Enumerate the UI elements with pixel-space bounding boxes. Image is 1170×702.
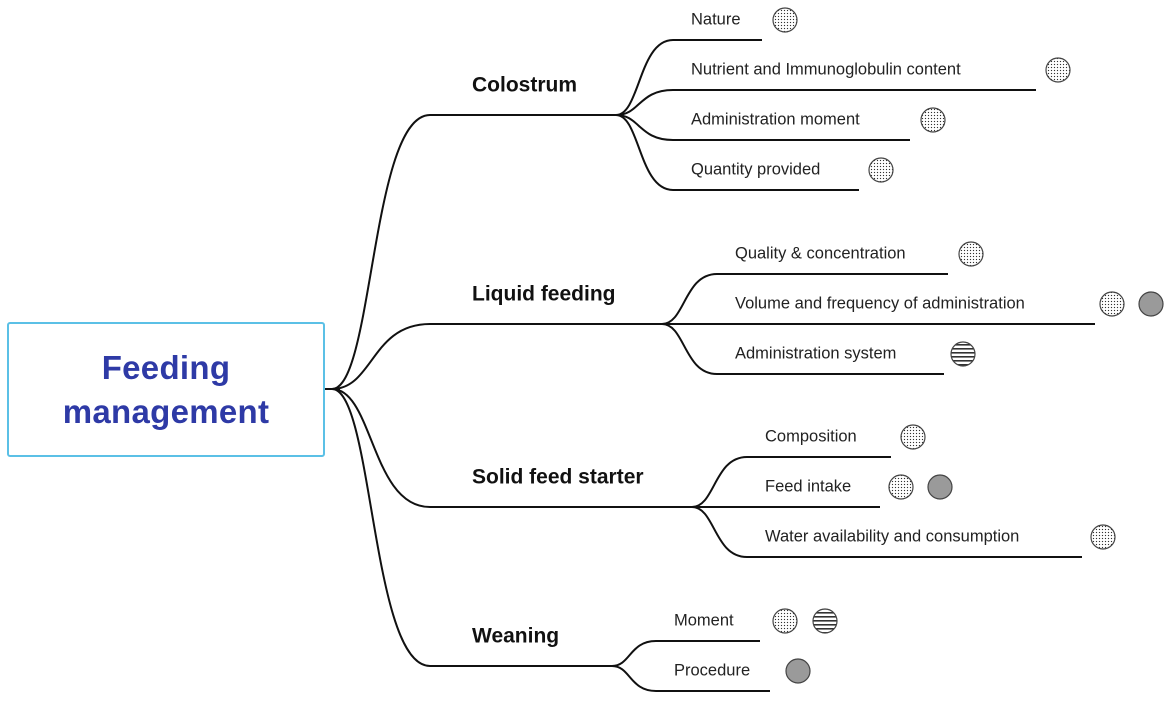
child-connector-0-0 [615, 39, 674, 116]
dotted-marker-icon [900, 424, 926, 450]
child-label-0-3: Quantity provided [691, 160, 820, 178]
child-connector-2-2 [691, 506, 748, 558]
branch-connector-3 [331, 388, 431, 667]
child-connector-1-2 [661, 323, 718, 375]
child-label-1-0: Quality & concentration [735, 244, 906, 262]
branch-label-2: Solid feed starter [472, 466, 644, 489]
child-label-0-0: Nature [691, 10, 741, 28]
child-label-2-2: Water availability and consumption [765, 527, 1019, 545]
solid-marker-icon [927, 474, 953, 500]
child-connector-3-0 [611, 640, 657, 667]
child-connector-1-0 [661, 273, 718, 325]
dotted-marker-icon [772, 608, 798, 634]
dotted-marker-icon [888, 474, 914, 500]
dotted-marker-icon [772, 7, 798, 33]
root-title-line-2: management [62, 392, 270, 430]
child-label-3-0: Moment [674, 611, 734, 629]
dotted-marker-icon [1099, 291, 1125, 317]
child-connector-3-1 [611, 665, 657, 692]
root-node: Feeding management [7, 322, 325, 457]
solid-marker-icon [1138, 291, 1164, 317]
child-label-2-1: Feed intake [765, 477, 851, 495]
branch-label-0: Colostrum [472, 74, 577, 97]
striped-marker-icon [950, 341, 976, 367]
branch-connector-0 [331, 114, 431, 390]
child-connector-0-3 [615, 114, 674, 191]
child-label-0-2: Administration moment [691, 110, 860, 128]
connector-lines [322, 39, 1095, 692]
root-title-line-1: Feeding [101, 348, 231, 386]
branch-label-1: Liquid feeding [472, 283, 615, 306]
child-label-2-0: Composition [765, 427, 857, 445]
child-label-1-1: Volume and frequency of administration [735, 294, 1025, 312]
legend-markers [772, 7, 1164, 684]
child-connector-2-0 [691, 456, 748, 508]
solid-marker-icon [785, 658, 811, 684]
dotted-marker-icon [1045, 57, 1071, 83]
dotted-marker-icon [868, 157, 894, 183]
child-connector-0-1 [615, 89, 674, 116]
dotted-marker-icon [1090, 524, 1116, 550]
child-connector-0-2 [615, 114, 674, 141]
striped-marker-icon [812, 608, 838, 634]
dotted-marker-icon [958, 241, 984, 267]
child-label-1-2: Administration system [735, 344, 896, 362]
branch-connector-2 [331, 388, 431, 508]
child-label-0-1: Nutrient and Immunoglobulin content [691, 60, 961, 78]
branch-connector-1 [331, 323, 431, 390]
dotted-marker-icon [920, 107, 946, 133]
child-label-3-1: Procedure [674, 661, 750, 679]
branch-label-3: Weaning [472, 625, 559, 648]
